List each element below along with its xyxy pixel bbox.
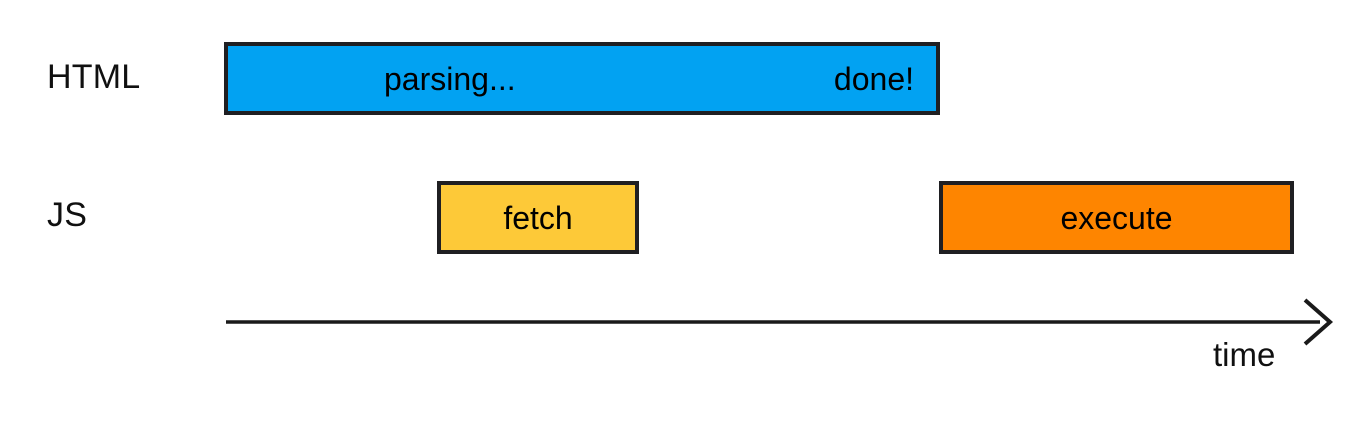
time-axis-label: time [1213,336,1276,373]
bar-js-fetch-label: fetch [503,199,573,236]
bar-js-fetch: fetch [437,181,639,254]
bar-html-done-label: done! [833,60,914,97]
row-label-html: HTML [47,58,141,96]
bar-js-execute: execute [939,181,1294,254]
row-label-js: JS [47,196,88,234]
bar-html-parsing-label: parsing... [384,60,516,97]
time-axis-arrow-icon [226,298,1334,346]
bar-html-parsing: parsing... done! [224,42,940,115]
bar-js-execute-label: execute [1060,199,1173,236]
time-axis [220,296,1340,350]
